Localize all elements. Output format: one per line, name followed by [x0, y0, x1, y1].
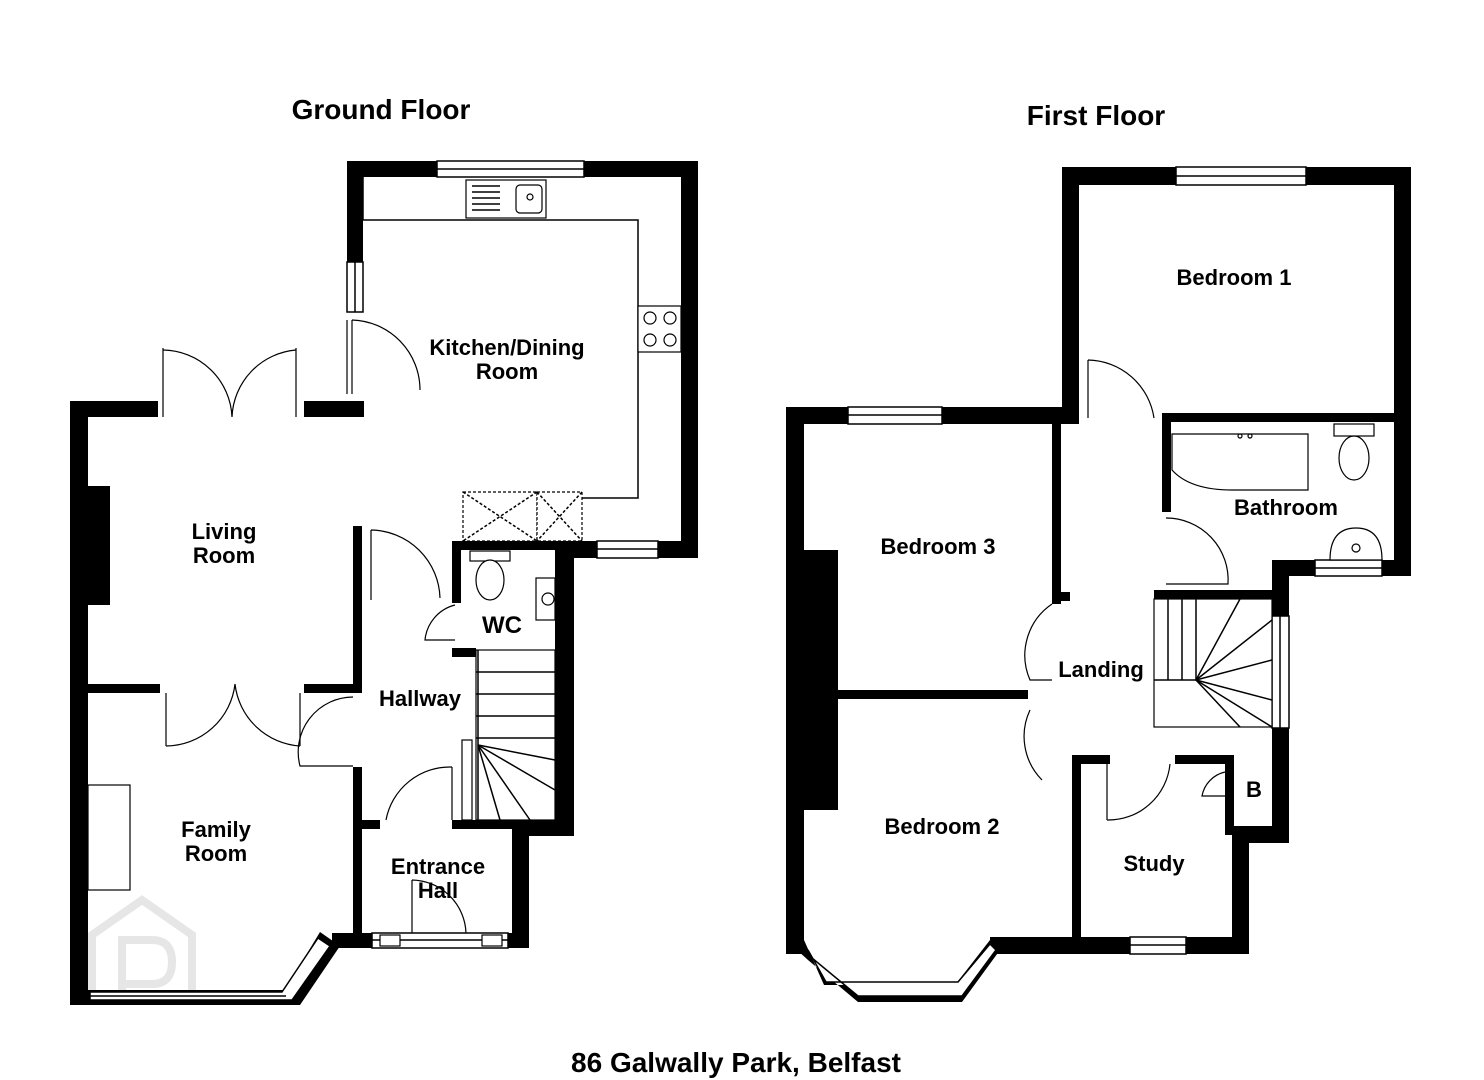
living-room-label-line1: Living — [192, 519, 257, 544]
bedroom2-label: Bedroom 2 — [885, 814, 1000, 839]
hallway-label: Hallway — [379, 686, 462, 711]
wc-label: WC — [482, 612, 522, 639]
kitchen-dining-label-line1: Kitchen/Dining — [429, 335, 584, 360]
bathroom-label: Bathroom — [1234, 495, 1338, 520]
landing-label: Landing — [1058, 657, 1144, 682]
family-room-label-line2: Room — [185, 841, 247, 866]
entrance-hall-label-line2: Hall — [418, 878, 458, 903]
ground-floor-plan — [70, 160, 698, 1005]
boiler-cupboard-label: B — [1246, 777, 1262, 802]
bedroom3-label: Bedroom 3 — [881, 534, 996, 559]
study-label: Study — [1123, 851, 1185, 876]
living-room-label-line2: Room — [193, 543, 255, 568]
bedroom1-label: Bedroom 1 — [1177, 265, 1292, 290]
family-room-label-line1: Family — [181, 817, 251, 842]
property-pal-logo-icon — [88, 895, 196, 1000]
address-caption: 86 Galwally Park, Belfast — [571, 1047, 901, 1078]
ground-floor-title: Ground Floor — [292, 94, 471, 125]
first-floor-title: First Floor — [1027, 100, 1166, 131]
kitchen-dining-label-line2: Room — [476, 359, 538, 384]
first-floor-plan — [786, 166, 1411, 1002]
entrance-hall-label-line1: Entrance — [391, 854, 485, 879]
